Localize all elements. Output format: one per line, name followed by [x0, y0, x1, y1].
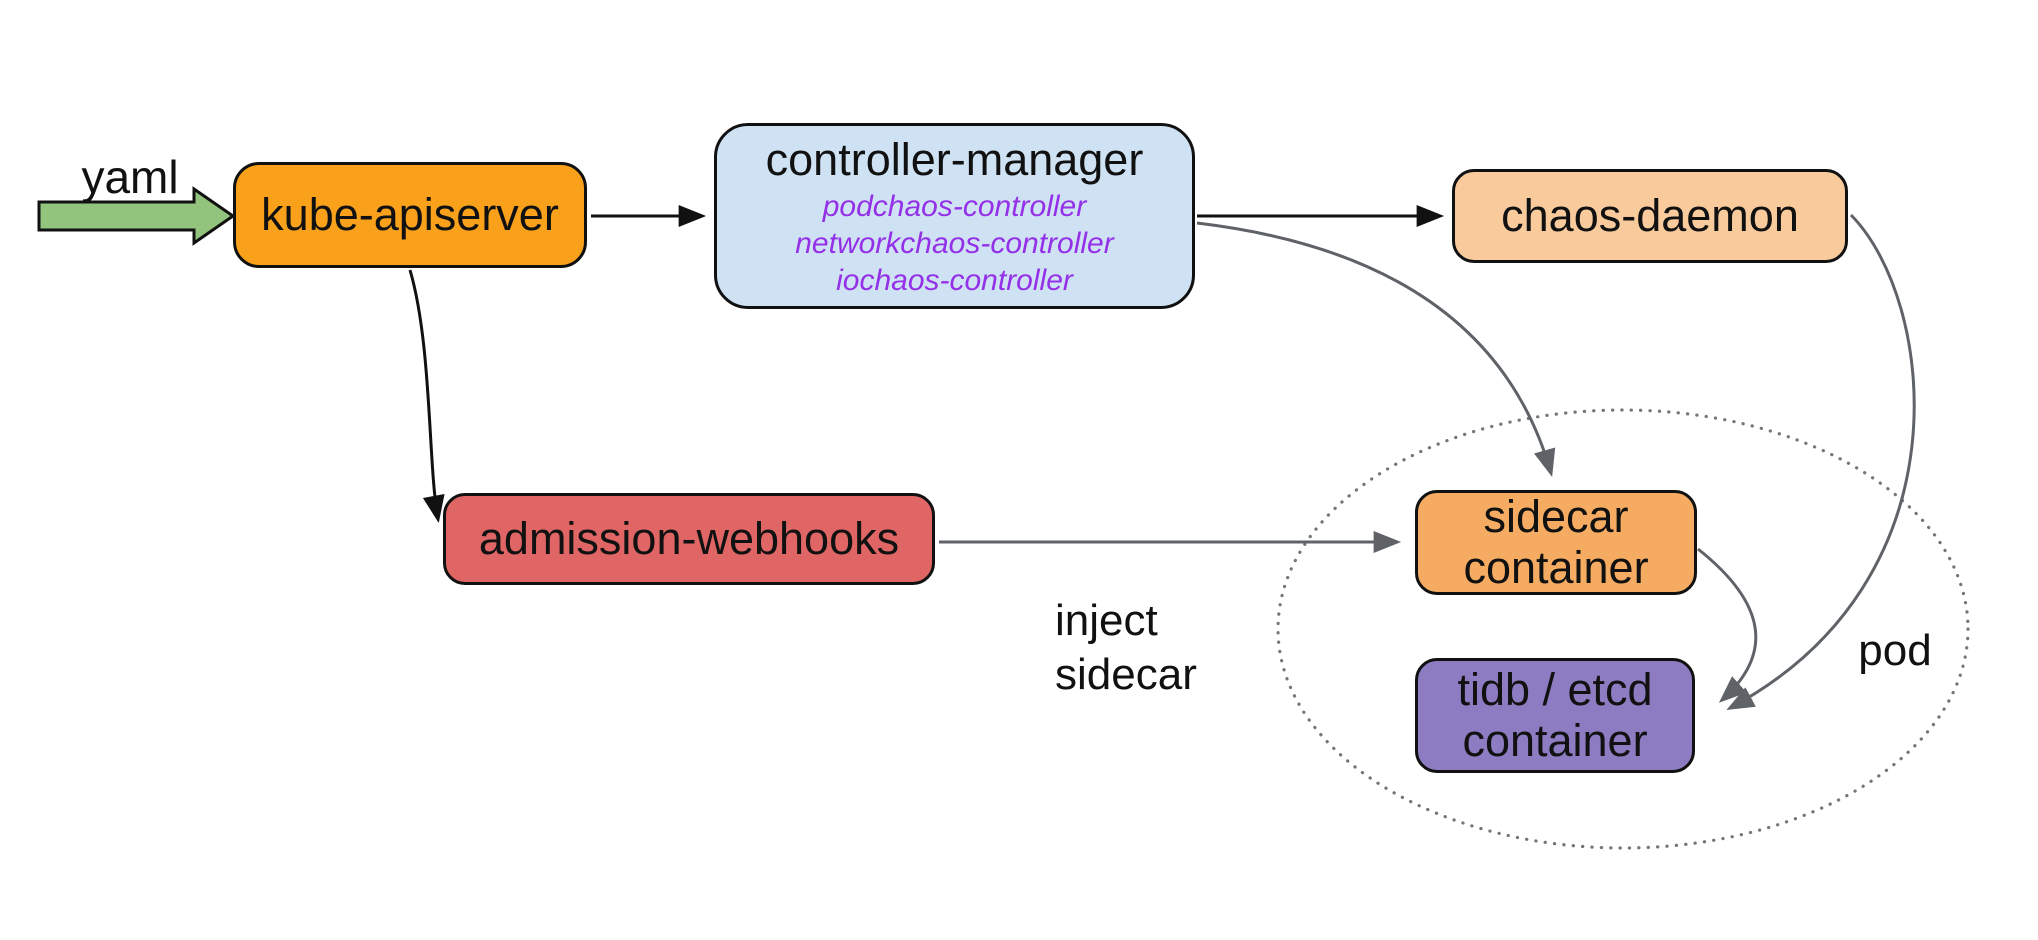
node-kube-apiserver: kube-apiserver — [233, 162, 587, 268]
edge-sidecar-container-to-tidb-etcd-container — [1697, 547, 1758, 703]
node-controller-manager: controller-manager podchaos-controller n… — [714, 123, 1195, 309]
edge-controller-manager-to-sidecar-container — [1196, 221, 1556, 477]
node-label: tidb / etcd container — [1457, 664, 1653, 766]
pod-boundary-ellipse — [1276, 408, 1970, 850]
node-tidb-etcd-container: tidb / etcd container — [1415, 658, 1695, 773]
controller-item-podchaos: podchaos-controller — [822, 190, 1087, 224]
node-label: sidecar container — [1463, 491, 1649, 593]
node-chaos-daemon: chaos-daemon — [1452, 169, 1848, 263]
node-label: admission-webhooks — [478, 512, 900, 564]
controller-item-iochaos: iochaos-controller — [836, 264, 1073, 298]
node-label: chaos-daemon — [1501, 189, 1799, 241]
pod-group-label: pod — [1858, 626, 1932, 675]
controller-item-networkchaos: networkchaos-controller — [795, 227, 1114, 261]
yaml-input-label: yaml — [81, 151, 179, 203]
node-sidecar-container: sidecar container — [1415, 490, 1697, 595]
controller-list: podchaos-controller networkchaos-control… — [795, 188, 1113, 299]
node-admission-webhooks: admission-webhooks — [443, 493, 935, 585]
node-label: controller-manager — [765, 133, 1144, 185]
node-label: kube-apiserver — [261, 188, 559, 240]
edge-chaos-daemon-to-tidb-etcd-container — [1726, 213, 1916, 710]
edge-kube-apiserver-to-admission-webhooks — [408, 269, 445, 524]
inject-sidecar-edge-label: inject sidecar — [1055, 596, 1197, 699]
yaml-input-arrow-icon — [37, 186, 236, 246]
